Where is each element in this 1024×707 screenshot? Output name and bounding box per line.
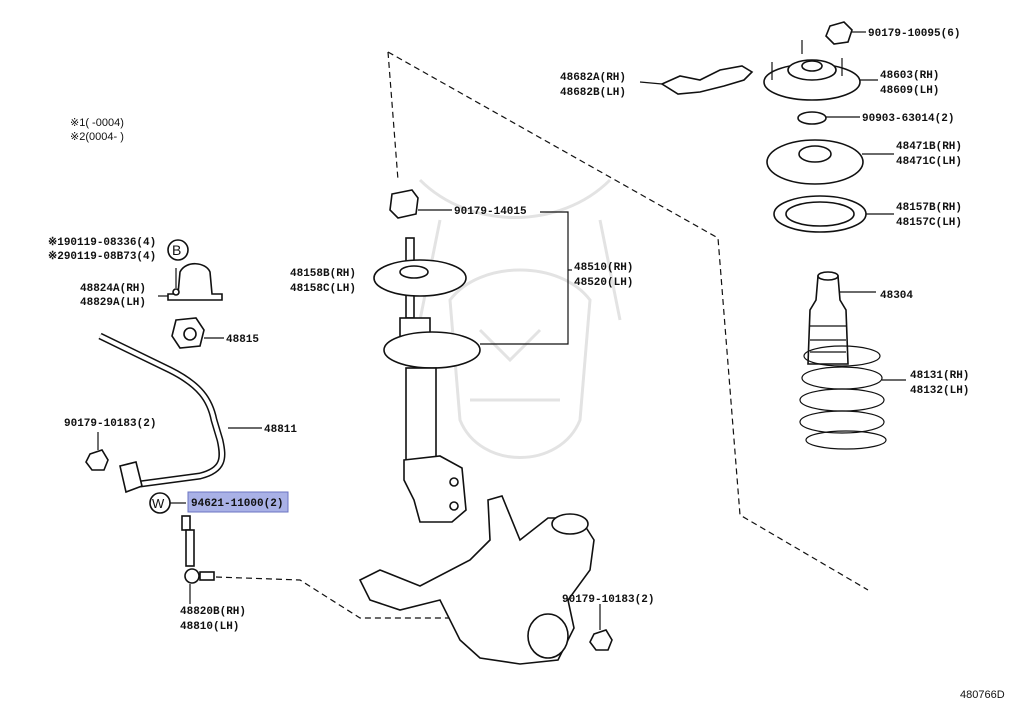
label-48158b[interactable]: 48158B(RH) [290, 268, 356, 280]
label-90179-10183-right[interactable]: 90179-10183(2) [562, 594, 654, 606]
assembly-boundary-left [387, 51, 399, 181]
label-48810[interactable]: 48810(LH) [180, 621, 239, 633]
label-48682b[interactable]: 48682B(LH) [560, 87, 626, 99]
upper-mount-48603 [763, 40, 878, 101]
nut-90179-10095 [825, 21, 866, 45]
label-48609[interactable]: 48609(LH) [880, 85, 939, 97]
label-48829a[interactable]: 48829A(LH) [80, 297, 146, 309]
label-48471b[interactable]: 48471B(RH) [896, 141, 962, 153]
label-48131[interactable]: 48131(RH) [910, 370, 969, 382]
label-48520[interactable]: 48520(LH) [574, 277, 633, 289]
bubble-b: B [167, 239, 189, 261]
note-line-1: ※1( -0004) [70, 117, 124, 129]
label-48682a[interactable]: 48682A(RH) [560, 72, 626, 84]
label-48603[interactable]: 48603(RH) [880, 70, 939, 82]
stabilizer-bar-48811 [98, 332, 262, 494]
svg-text:W: W [152, 496, 165, 511]
bushing-bracket-48824a [158, 262, 223, 301]
note-line-2: ※2(0004- ) [70, 131, 124, 143]
label-90903-63014[interactable]: 90903-63014(2) [862, 113, 954, 125]
steering-knuckle [358, 495, 613, 665]
strut-assembly-48510 [373, 189, 572, 523]
bubble-w: W [149, 492, 171, 514]
coil-spring-48131 [799, 345, 906, 450]
stabilizer-link-48820b [170, 502, 215, 604]
strut-brace-48682 [639, 65, 754, 95]
svg-text:B: B [172, 242, 181, 258]
label-48158c[interactable]: 48158C(LH) [290, 283, 356, 295]
upper-spring-seat-48471 [766, 139, 894, 185]
label-90119-08b73[interactable]: ※290119-08B73(4) [48, 250, 156, 263]
label-48157b[interactable]: 48157B(RH) [896, 202, 962, 214]
label-48471c[interactable]: 48471C(LH) [896, 156, 962, 168]
assembly-boundary [387, 51, 869, 591]
label-48815[interactable]: 48815 [226, 334, 259, 346]
label-48304[interactable]: 48304 [880, 290, 913, 302]
washer-90903-63014 [797, 111, 860, 125]
diagram-id: 480766D [960, 689, 1005, 701]
label-94621-11000[interactable]: 94621-11000(2) [191, 498, 283, 510]
label-48820b[interactable]: 48820B(RH) [180, 606, 246, 618]
label-48824a[interactable]: 48824A(RH) [80, 283, 146, 295]
label-48132[interactable]: 48132(LH) [910, 385, 969, 397]
part-labels: 90179-10095(6) 48682A(RH) 48682B(LH) 486… [48, 28, 969, 633]
label-90179-14015[interactable]: 90179-14015 [454, 206, 527, 218]
label-48811[interactable]: 48811 [264, 424, 297, 436]
highlight-box-94621 [187, 491, 289, 513]
label-90119-08336[interactable]: ※190119-08336(4) [48, 236, 156, 249]
watermark [418, 178, 622, 459]
link-leader-line [215, 576, 470, 619]
label-90179-10183-left[interactable]: 90179-10183(2) [64, 418, 156, 430]
spring-insulator-48157 [773, 195, 894, 233]
label-48510[interactable]: 48510(RH) [574, 262, 633, 274]
label-90179-10095[interactable]: 90179-10095(6) [868, 28, 960, 40]
nut-90179-10183-left [85, 432, 109, 471]
bushing-48815 [171, 317, 224, 349]
label-48157c[interactable]: 48157C(LH) [896, 217, 962, 229]
bump-stop-48304 [807, 271, 876, 365]
